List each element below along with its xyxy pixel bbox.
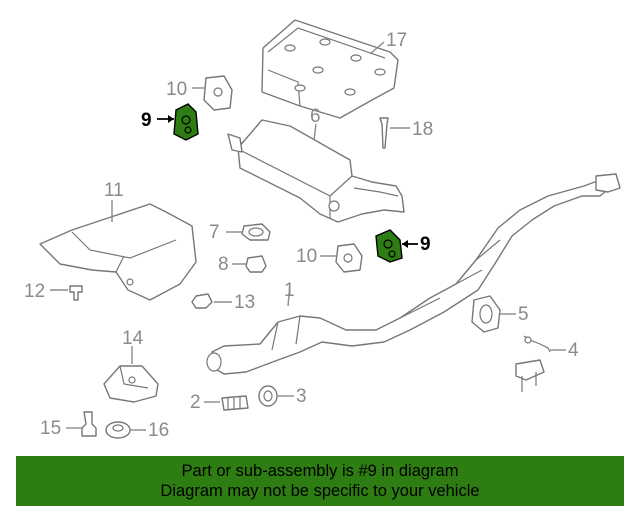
part-4-sensor-bracket[interactable] xyxy=(515,335,551,392)
part-3-ring[interactable] xyxy=(258,385,278,407)
part-16-grommet[interactable] xyxy=(105,421,131,439)
callout-10-lower: 10 xyxy=(296,246,317,267)
callout-1: 1 xyxy=(284,280,295,301)
part-5-hanger[interactable] xyxy=(471,295,501,333)
callout-5: 5 xyxy=(518,304,529,325)
callout-10-upper: 10 xyxy=(166,79,187,100)
part-15-bolt[interactable] xyxy=(81,411,97,437)
notice-line-part: Part or sub-assembly is #9 in diagram xyxy=(181,462,459,480)
callout-16: 16 xyxy=(148,420,169,441)
part-9-lower-insulator[interactable] xyxy=(375,229,403,263)
part-2-seal-ring[interactable] xyxy=(221,395,249,411)
part-18-stud[interactable] xyxy=(379,117,389,149)
part-9-upper-insulator[interactable] xyxy=(173,103,199,141)
callout-8: 8 xyxy=(218,254,229,275)
callout-12: 12 xyxy=(24,281,45,302)
callout-9-upper: 9 xyxy=(141,110,152,131)
callout-15: 15 xyxy=(40,418,61,439)
part-17-heat-shield[interactable] xyxy=(261,19,399,119)
exhaust-parts-diagram: 17 10 9 18 6 11 7 xyxy=(24,19,621,441)
callout-13: 13 xyxy=(234,292,255,313)
part-11-floor-heat-shield[interactable] xyxy=(39,203,197,301)
part-7-gasket[interactable] xyxy=(241,223,271,241)
part-10-upper-hanger[interactable] xyxy=(203,75,233,111)
part-12-bolt[interactable] xyxy=(69,285,83,301)
part-8-nut[interactable] xyxy=(245,255,267,273)
callout-17: 17 xyxy=(386,30,407,51)
part-10-lower-hanger[interactable] xyxy=(335,243,363,273)
part-6-muffler[interactable] xyxy=(227,119,405,223)
callout-4: 4 xyxy=(568,340,579,361)
callout-18: 18 xyxy=(412,119,433,140)
callout-7: 7 xyxy=(209,222,220,243)
part-1-front-pipe[interactable] xyxy=(206,173,621,375)
part-14-bracket[interactable] xyxy=(103,365,159,403)
notice-line-disclaimer: Diagram may not be specific to your vehi… xyxy=(160,482,480,500)
callout-3: 3 xyxy=(296,386,307,407)
callout-6: 6 xyxy=(310,106,321,127)
callout-11: 11 xyxy=(104,180,124,201)
part-13-nut[interactable] xyxy=(191,293,213,309)
callout-2: 2 xyxy=(190,392,201,413)
notice-banner: Part or sub-assembly is #9 in diagram Di… xyxy=(16,456,624,506)
callout-9-lower: 9 xyxy=(420,234,431,255)
callout-14: 14 xyxy=(122,328,144,349)
